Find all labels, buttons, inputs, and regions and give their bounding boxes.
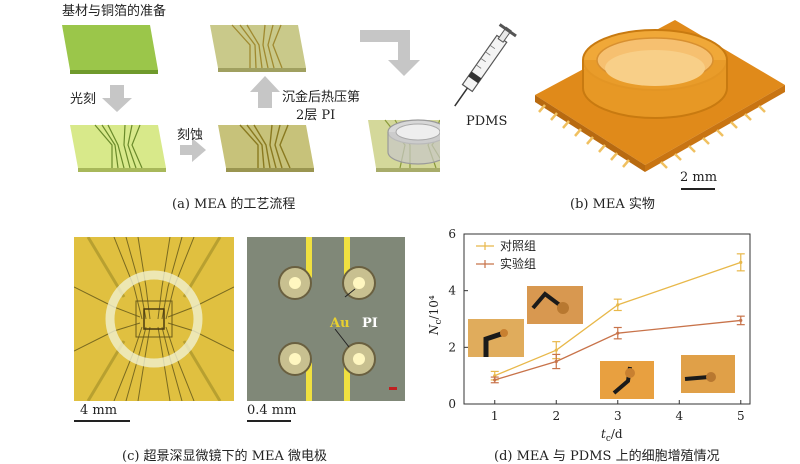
data-point	[616, 303, 620, 307]
chart-axes: 0 2 4 6 1 2 3 4 5 Nc/10⁴ tc/d	[427, 227, 751, 442]
chart-series	[490, 253, 745, 384]
legend-label: 对照组	[500, 239, 536, 253]
inset-photo-day5	[681, 355, 735, 393]
step-etch-label: 刻蚀	[177, 128, 204, 143]
pointer-line-pi	[344, 288, 356, 298]
arrow-right-icon	[180, 138, 206, 162]
x-tick-label: 4	[675, 409, 683, 423]
legend-label: 实验组	[500, 256, 536, 271]
data-point	[554, 348, 558, 352]
arrow-down-icon	[102, 85, 132, 112]
scale-bar-c-left	[74, 420, 130, 422]
data-point	[616, 331, 620, 335]
inset-photo-day1	[468, 319, 524, 357]
step-litho-label: 光刻	[70, 92, 97, 107]
caption-a: (a) MEA 的工艺流程	[172, 197, 296, 212]
electrode-pad	[278, 266, 376, 376]
x-axis-label: tc/d	[601, 427, 623, 442]
scale-bar-b	[681, 188, 715, 190]
y-tick-label: 6	[448, 227, 456, 241]
prep-title: 基材与铜箔的准备	[62, 4, 167, 19]
x-tick-label: 5	[737, 409, 745, 423]
label-au: Au	[330, 316, 350, 331]
pdms-ring-outline	[105, 270, 203, 368]
data-point	[493, 374, 497, 378]
scale-label-c-left: 4 mm	[80, 403, 118, 418]
y-tick-label: 2	[448, 340, 456, 354]
series-line-1	[494, 261, 741, 377]
process-flow-diagram	[62, 24, 440, 172]
inset-photo-day2	[527, 286, 583, 324]
y-tick-label: 4	[448, 284, 456, 298]
scale-label-c-right: 0.4 mm	[247, 403, 297, 418]
x-tick-label: 2	[552, 409, 560, 423]
scale-bar-c-right	[247, 420, 291, 422]
pdms-label: PDMS	[466, 114, 508, 129]
substrate-board	[62, 25, 158, 70]
pointer-line-au	[334, 328, 350, 348]
syringe-icon	[454, 23, 517, 107]
inset-photo-day3	[600, 361, 654, 399]
data-point	[493, 378, 497, 382]
mea-micrograph-right	[247, 237, 405, 401]
step-gold-label-1: 沉金后热压第	[282, 90, 361, 105]
label-pi: PI	[362, 316, 378, 331]
mea-micrograph-left	[74, 237, 234, 401]
data-point	[739, 260, 743, 264]
y-tick-label: 0	[448, 397, 456, 411]
step-gold-label-2: 2层 PI	[296, 108, 336, 123]
data-point	[739, 318, 743, 323]
bend-arrow-icon	[360, 30, 420, 76]
data-point	[554, 359, 558, 364]
caption-c: (c) 超景深显微镜下的 MEA 微电极	[122, 449, 328, 464]
arrow-up-icon	[250, 76, 280, 108]
x-tick-label: 3	[614, 409, 622, 423]
caption-b: (b) MEA 实物	[570, 197, 655, 212]
x-tick-label: 1	[491, 409, 499, 423]
series-line-2	[494, 319, 741, 381]
mea-photo	[535, 20, 785, 172]
y-axis-label: Nc/10⁴	[427, 295, 444, 336]
caption-d: (d) MEA 与 PDMS 上的细胞增殖情况	[494, 449, 720, 464]
plot-frame	[463, 233, 751, 405]
scale-label-b: 2 mm	[680, 170, 718, 185]
laminated-board	[210, 25, 306, 68]
